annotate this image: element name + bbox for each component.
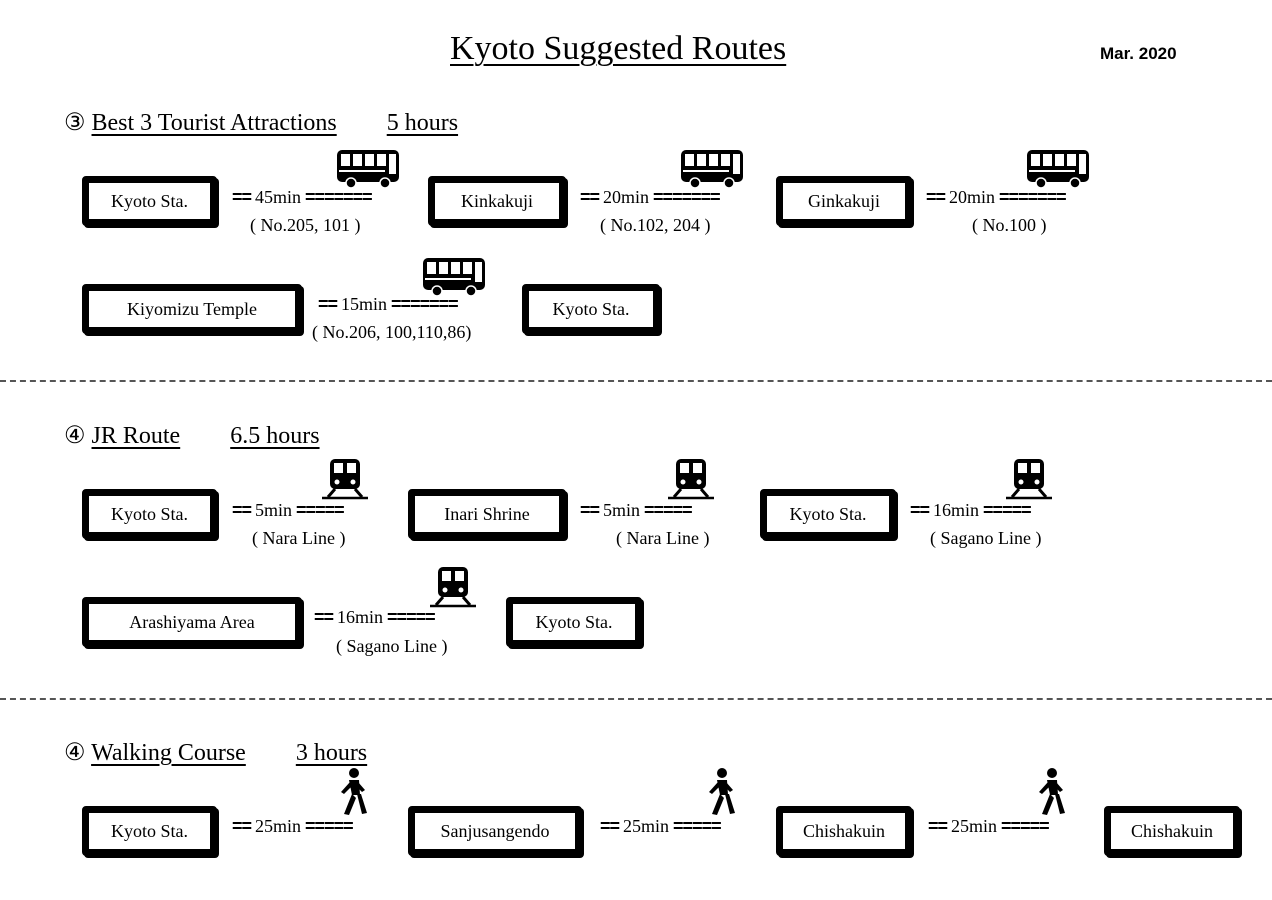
station-box: Kinkakuji <box>428 176 566 226</box>
bus-icon <box>1027 150 1089 189</box>
leg-note: ( No.206, 100,110,86) <box>312 322 472 342</box>
station-box: Kyoto Sta. <box>82 176 217 226</box>
station-box: Arashiyama Area <box>82 597 302 647</box>
walking-person-icon <box>341 768 367 815</box>
bus-icon <box>681 150 743 189</box>
date-label: Mar. 2020 <box>1100 44 1177 63</box>
leg-duration: == 25min ===== <box>232 816 354 836</box>
page-title: Kyoto Suggested Routes <box>450 30 787 67</box>
leg-duration: == 25min ===== <box>928 816 1050 836</box>
leg-note: ( No.205, 101 ) <box>250 215 361 235</box>
walking-person-icon <box>709 768 735 815</box>
section-name: Walking Course <box>91 740 246 766</box>
leg-note: ( Sagano Line ) <box>336 636 448 656</box>
station-box: Kyoto Sta. <box>82 806 217 856</box>
station-box: Kyoto Sta. <box>760 489 896 539</box>
bus-icon <box>423 258 485 297</box>
train-icon <box>1006 459 1052 500</box>
section-number: ④ <box>64 423 86 449</box>
station-box: Kiyomizu Temple <box>82 284 302 334</box>
section-divider <box>0 380 1272 382</box>
station-box: Kyoto Sta. <box>82 489 217 539</box>
leg-duration: == 5min ===== <box>580 500 693 520</box>
leg-note: ( Nara Line ) <box>252 528 346 548</box>
section-name: JR Route <box>91 423 181 449</box>
leg-duration: == 45min ======= <box>232 187 373 207</box>
leg-note: ( No.100 ) <box>972 215 1047 235</box>
bus-icon <box>337 150 399 189</box>
walking-person-icon <box>1039 768 1065 815</box>
station-box: Chishakuin <box>1104 806 1240 856</box>
train-icon <box>668 459 714 500</box>
section-duration: 3 hours <box>295 740 368 766</box>
leg-duration: == 15min ======= <box>318 294 459 314</box>
section-heading-jr: ④ JR Route 6.5 hours <box>64 421 320 451</box>
leg-duration: == 16min ===== <box>314 607 436 627</box>
station-box: Chishakuin <box>776 806 912 856</box>
station-box: Ginkakuji <box>776 176 912 226</box>
leg-note: ( Nara Line ) <box>616 528 710 548</box>
section-heading-walking: ④ Walking Course 3 hours <box>64 738 367 768</box>
leg-duration: == 25min ===== <box>600 816 722 836</box>
leg-duration: == 16min ===== <box>910 500 1032 520</box>
station-box: Kyoto Sta. <box>506 597 642 647</box>
section-name: Best 3 Tourist Attractions <box>91 110 337 136</box>
section-duration: 5 hours <box>386 110 459 136</box>
leg-duration: == 20min ======= <box>926 187 1067 207</box>
section-duration: 6.5 hours <box>230 423 320 449</box>
leg-duration: == 20min ======= <box>580 187 721 207</box>
train-icon <box>430 567 476 608</box>
leg-note: ( No.102, 204 ) <box>600 215 711 235</box>
train-icon <box>322 459 368 500</box>
leg-note: ( Sagano Line ) <box>930 528 1042 548</box>
station-box: Sanjusangendo <box>408 806 582 856</box>
station-box: Kyoto Sta. <box>522 284 660 334</box>
section-number: ③ <box>64 110 86 136</box>
section-heading-best3: ③ Best 3 Tourist Attractions 5 hours <box>64 108 458 138</box>
section-number: ④ <box>64 740 86 766</box>
leg-duration: == 5min ===== <box>232 500 345 520</box>
section-divider <box>0 698 1272 700</box>
station-box: Inari Shrine <box>408 489 566 539</box>
